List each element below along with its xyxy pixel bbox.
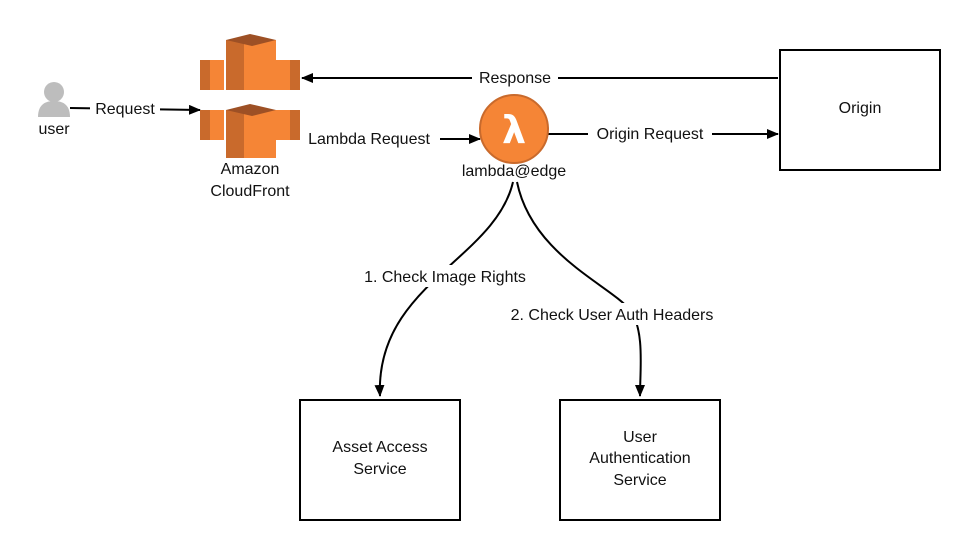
user-label: user [38, 121, 70, 138]
cloudfront-node: Amazon CloudFront [200, 34, 300, 200]
cloudfront-icon [200, 34, 300, 158]
asset-access-label-line1: Asset Access [332, 439, 427, 456]
edge-check-image-rights: 1. Check Image Rights [350, 181, 540, 397]
edge-origin-request: Origin Request [548, 123, 779, 143]
edge-label-check-auth-headers: 2. Check User Auth Headers [511, 307, 714, 324]
edge-request: Request [69, 98, 201, 118]
origin-label: Origin [839, 100, 882, 117]
asset-access-label-line2: Service [353, 461, 406, 478]
edge-response: Response [301, 67, 778, 87]
edge-label-origin-request: Origin Request [597, 126, 704, 143]
edge-label-response: Response [479, 70, 551, 87]
edge-label-request: Request [95, 101, 155, 118]
user-auth-service-node: User Authentication Service [559, 399, 721, 521]
lambda-icon: λ [479, 94, 549, 164]
edge-label-check-image-rights: 1. Check Image Rights [364, 269, 526, 286]
user-auth-label-line2: Authentication [589, 450, 690, 467]
origin-node: Origin [779, 49, 941, 171]
lambda-edge-node: λ lambda@edge [462, 94, 566, 180]
lambda-edge-label: lambda@edge [462, 163, 566, 180]
cloudfront-label-line2: CloudFront [210, 183, 290, 200]
asset-access-service-node: Asset Access Service [299, 399, 461, 521]
lambda-symbol: λ [502, 108, 526, 152]
cloudfront-label-line1: Amazon [221, 161, 280, 178]
edge-label-lambda-request: Lambda Request [308, 131, 430, 148]
user-auth-label-line3: Service [613, 472, 666, 489]
edge-check-auth-headers: 2. Check User Auth Headers [494, 181, 728, 397]
user-node: user [38, 82, 70, 138]
user-auth-label-line1: User [623, 429, 657, 446]
edge-lambda-request: Lambda Request [290, 128, 481, 148]
user-icon [38, 82, 70, 117]
